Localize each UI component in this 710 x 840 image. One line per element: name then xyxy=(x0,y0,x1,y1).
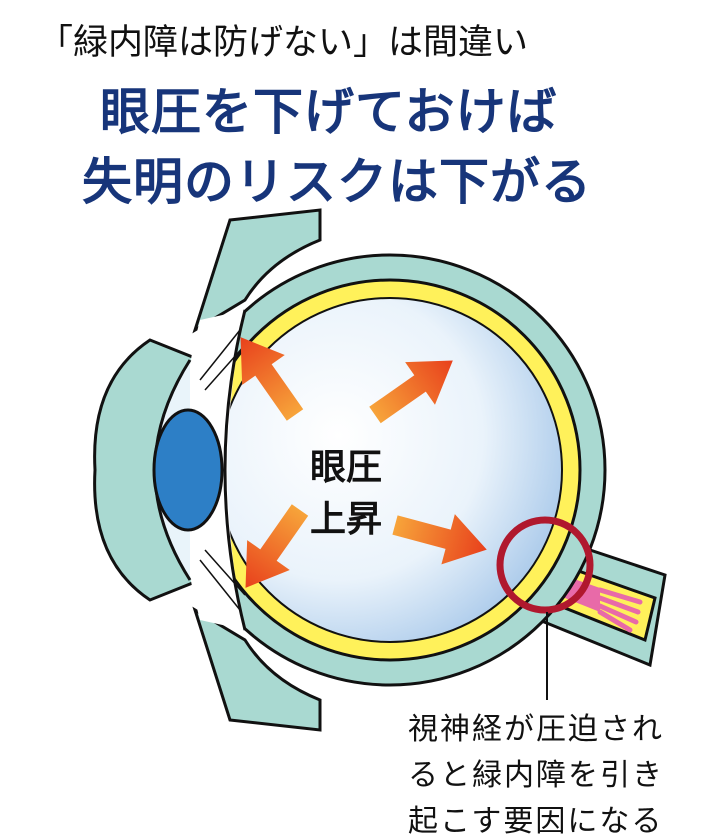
center-label-line1: 眼圧 xyxy=(310,447,383,488)
note-line3: 起こす要因になる xyxy=(408,804,664,839)
note-line1: 視神経が圧迫され xyxy=(408,712,664,747)
headline-line1: 「緑内障は防げない」は間違い xyxy=(38,23,529,63)
note-line2: ると緑内障を引き xyxy=(408,758,664,793)
center-label-line2: 上昇 xyxy=(310,499,383,540)
headline-line3: 失明のリスクは下がる xyxy=(82,153,592,211)
lens xyxy=(152,408,224,532)
headline-line2: 眼圧を下げておけば xyxy=(100,83,558,141)
highlight-circle xyxy=(496,516,594,614)
